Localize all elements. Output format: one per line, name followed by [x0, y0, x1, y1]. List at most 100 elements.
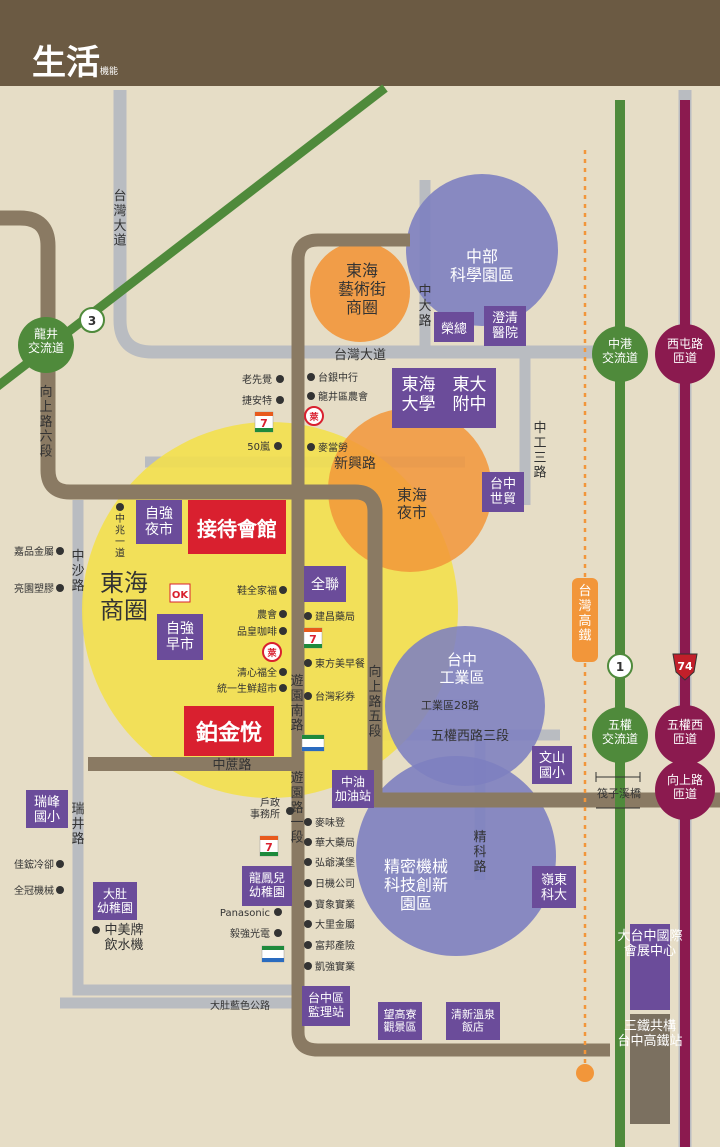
shield-3: 3	[79, 307, 105, 333]
road-taiwan-blvd-vertical: 台灣大道	[113, 189, 126, 249]
bojinyue-box	[184, 706, 274, 756]
ic-wuquan-w: 五權西匝道	[667, 718, 703, 746]
ic-xitun-dot	[655, 324, 715, 384]
shield-3-label: 3	[88, 314, 96, 328]
road-taiwan-blvd: 台灣大道	[334, 348, 386, 363]
label-reception: 接待會館	[197, 517, 277, 541]
shop-baoxiang: 寶象實業	[315, 898, 355, 911]
shop-fubon: 富邦產險	[315, 939, 355, 952]
hsr-end-dot	[576, 1064, 594, 1082]
label-science-park: 中部科學園區	[450, 247, 514, 284]
hilife-icon: 萊	[262, 642, 282, 662]
bridge-marker	[595, 772, 641, 809]
shop-tongyi: 統一生鮮超市	[217, 682, 277, 695]
shield-74-label: 74	[677, 660, 693, 673]
label-precision-park: 精密機械科技創新園區	[384, 857, 448, 913]
label-three-rail: 三鐵共構台中高鐵站	[617, 1018, 682, 1049]
familymart-icon	[261, 945, 285, 963]
shop-nonghui: 農會	[257, 608, 277, 621]
road-zhongda: 中大路	[418, 284, 431, 329]
label-longfeng: 龍鳳兒幼稚園	[249, 870, 285, 899]
svg-text:7: 7	[260, 417, 268, 430]
shop-giant: 捷安特	[242, 394, 272, 407]
label-ziqiang-morning: 自強早市	[166, 621, 194, 653]
shop-xiequan: 鞋全家福	[237, 584, 277, 597]
header-bar	[0, 0, 720, 86]
label-wenshan: 文山國小	[539, 751, 565, 781]
circle-science-park	[406, 174, 558, 326]
ic-wuquan-w-dot	[655, 705, 715, 765]
purple-labels: 東海 東大大學 附中 榮總 澄清醫院 台中世貿 自強夜市 自強早市 全聯 文山國…	[26, 306, 683, 1124]
label-qingxin: 清新溫泉飯店	[451, 1007, 495, 1034]
shop-panasonic: Panasonic	[220, 908, 270, 919]
label-dadu-kinder: 大肚幼稚園	[97, 886, 133, 915]
road-zhonggong-3rd: 中工三路	[533, 421, 546, 481]
label-ruifeng: 瑞峰國小	[34, 795, 60, 825]
label-prison: 台中區監理站	[308, 990, 344, 1019]
svg-text:7: 7	[309, 633, 317, 646]
shop-yiqiang: 毅強光電	[230, 927, 270, 940]
circle-industrial-zone	[385, 626, 545, 786]
label-bojinyue: 鉑金悅	[196, 720, 262, 746]
label-lingdong: 嶺東科大	[541, 872, 567, 903]
shops: 老先覺 捷安特 50嵐 台銀中行 龍井區農會 麥當勞 鞋全家福 農會 品皇咖啡 …	[14, 371, 368, 973]
label-night-market: 東海夜市	[397, 486, 427, 521]
hilife-icon: 萊	[304, 406, 324, 426]
shop-hongye: 弘爺漢堡	[315, 856, 355, 869]
svg-text:萊: 萊	[266, 647, 277, 659]
road-xiangshang-6: 向上路六段	[39, 384, 52, 460]
shop-jianchang: 建昌藥局	[315, 610, 355, 623]
svg-text:OK: OK	[172, 590, 190, 601]
ic-longjing: 龍井交流道	[28, 326, 64, 355]
road-names: 台灣大道 台灣大道 中大路 新興路 中工三路 向上路六段 中沙路 中兆一道 遊園…	[39, 189, 546, 1012]
label-chengqing: 澄清醫院	[492, 311, 518, 341]
shop-maiweideng: 麥味登	[315, 816, 345, 829]
brown-roads	[0, 210, 720, 1057]
ic-zhonggang: 中港交流道	[602, 336, 638, 365]
svg-text:7: 7	[265, 841, 273, 854]
label-industrial-zone: 台中工業區	[439, 651, 484, 686]
road-gongye-28: 工業區28路	[421, 699, 479, 712]
shop-zhongmei: 中美牌飲水機	[104, 922, 143, 953]
road-xiangshang-5: 向上路五段	[368, 664, 381, 740]
shop-dali: 大里金屬	[315, 918, 355, 931]
road-zhongbei-1: 中兆一道	[115, 512, 125, 560]
road-jingke: 精科路	[473, 830, 486, 875]
label-wanggao: 望高寮觀景區	[384, 1007, 417, 1034]
circle-precision-park	[356, 756, 556, 956]
hsr-label: 台灣高鐵	[578, 584, 591, 644]
ic-wuquan: 五權交流道	[602, 718, 638, 746]
shop-taiyin: 台銀中行	[318, 371, 358, 384]
shop-jiapin: 嘉品金屬	[14, 545, 54, 558]
ic-longjing-dot	[18, 317, 74, 373]
shop-dongfang: 東方美早餐	[315, 657, 365, 670]
label-quanlian: 全聯	[311, 576, 339, 593]
circle-art-street	[310, 242, 410, 342]
svg-text:萊: 萊	[308, 411, 319, 423]
label-ziqiang-night: 自強夜市	[145, 506, 173, 538]
road-xinxing: 新興路	[334, 456, 376, 472]
shop-quanguan: 全冠機械	[14, 884, 54, 897]
shop-laoxianjue: 老先覺	[242, 373, 272, 386]
interchanges: 龍井交流道 中港交流道 西屯路匝道 五權交流道 五權西匝道 向上路匝道	[18, 317, 715, 820]
shop-longjing-farm: 龍井區農會	[318, 390, 368, 403]
label-tunghai-shopping: 東海商圈	[100, 569, 148, 625]
familymart-icon	[301, 734, 325, 752]
label-zhongyou: 中油加油站	[335, 774, 371, 803]
label-art-street: 東海藝術街商圈	[338, 261, 386, 317]
ic-xitun: 西屯路匝道	[667, 336, 703, 365]
ic-zhonggang-dot	[592, 326, 648, 382]
shop-huada: 華大藥局	[315, 836, 355, 849]
road-dadu-blue: 大肚藍色公路	[210, 999, 270, 1012]
shop-riji: 日機公司	[315, 877, 355, 890]
circle-labels: 中部科學園區 東海藝術街商圈 東海夜市 東海商圈 台中工業區 精密機械科技創新園…	[100, 247, 514, 913]
road-zhongsha: 中沙路	[71, 549, 84, 594]
shop-mcd: 麥當勞	[318, 441, 348, 454]
road-zhongshu: 中蔗路	[212, 757, 251, 773]
ic-xiangshang: 向上路匝道	[667, 772, 703, 801]
bridge-label: 筏子溪橋	[597, 786, 641, 800]
shop-kaiqiang: 凱強實業	[315, 960, 355, 973]
road-ruijing: 瑞井路	[71, 802, 84, 847]
shield-74: 74	[672, 653, 698, 681]
